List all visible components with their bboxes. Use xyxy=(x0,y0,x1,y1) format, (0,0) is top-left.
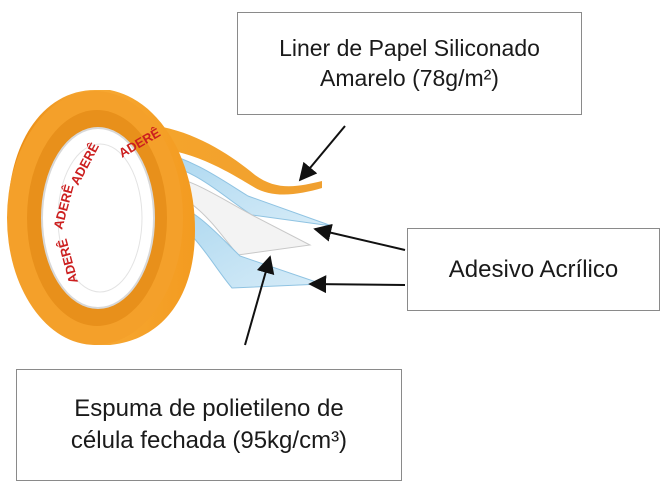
liner-label-line2: Amarelo (78g/m²) xyxy=(320,64,499,91)
foam-label-line1: Espuma de polietileno de xyxy=(74,394,344,422)
adhesive-label: Adesivo Acrílico xyxy=(448,255,619,283)
adhesive-layer-top xyxy=(149,149,333,227)
tape-roll: ADERÊ ADERÊ ADERÊ ADERÊ xyxy=(7,90,195,345)
foam-label-line2: célula fechada (95kg/cm³) xyxy=(70,427,348,454)
adhesive-arrow-top xyxy=(313,223,406,251)
adhesive-arrow-bottom xyxy=(308,275,406,294)
liner-callout: Liner de Papel Siliconado Amarelo (78g/m… xyxy=(237,12,582,115)
adhesive-callout: Adesivo Acrílico xyxy=(407,228,660,311)
liner-arrow xyxy=(298,125,346,182)
liner-label-line1: Liner de Papel Siliconado xyxy=(279,34,540,61)
foam-arrow xyxy=(244,255,275,346)
foam-callout: Espuma de polietileno de célula fechada … xyxy=(16,369,402,481)
